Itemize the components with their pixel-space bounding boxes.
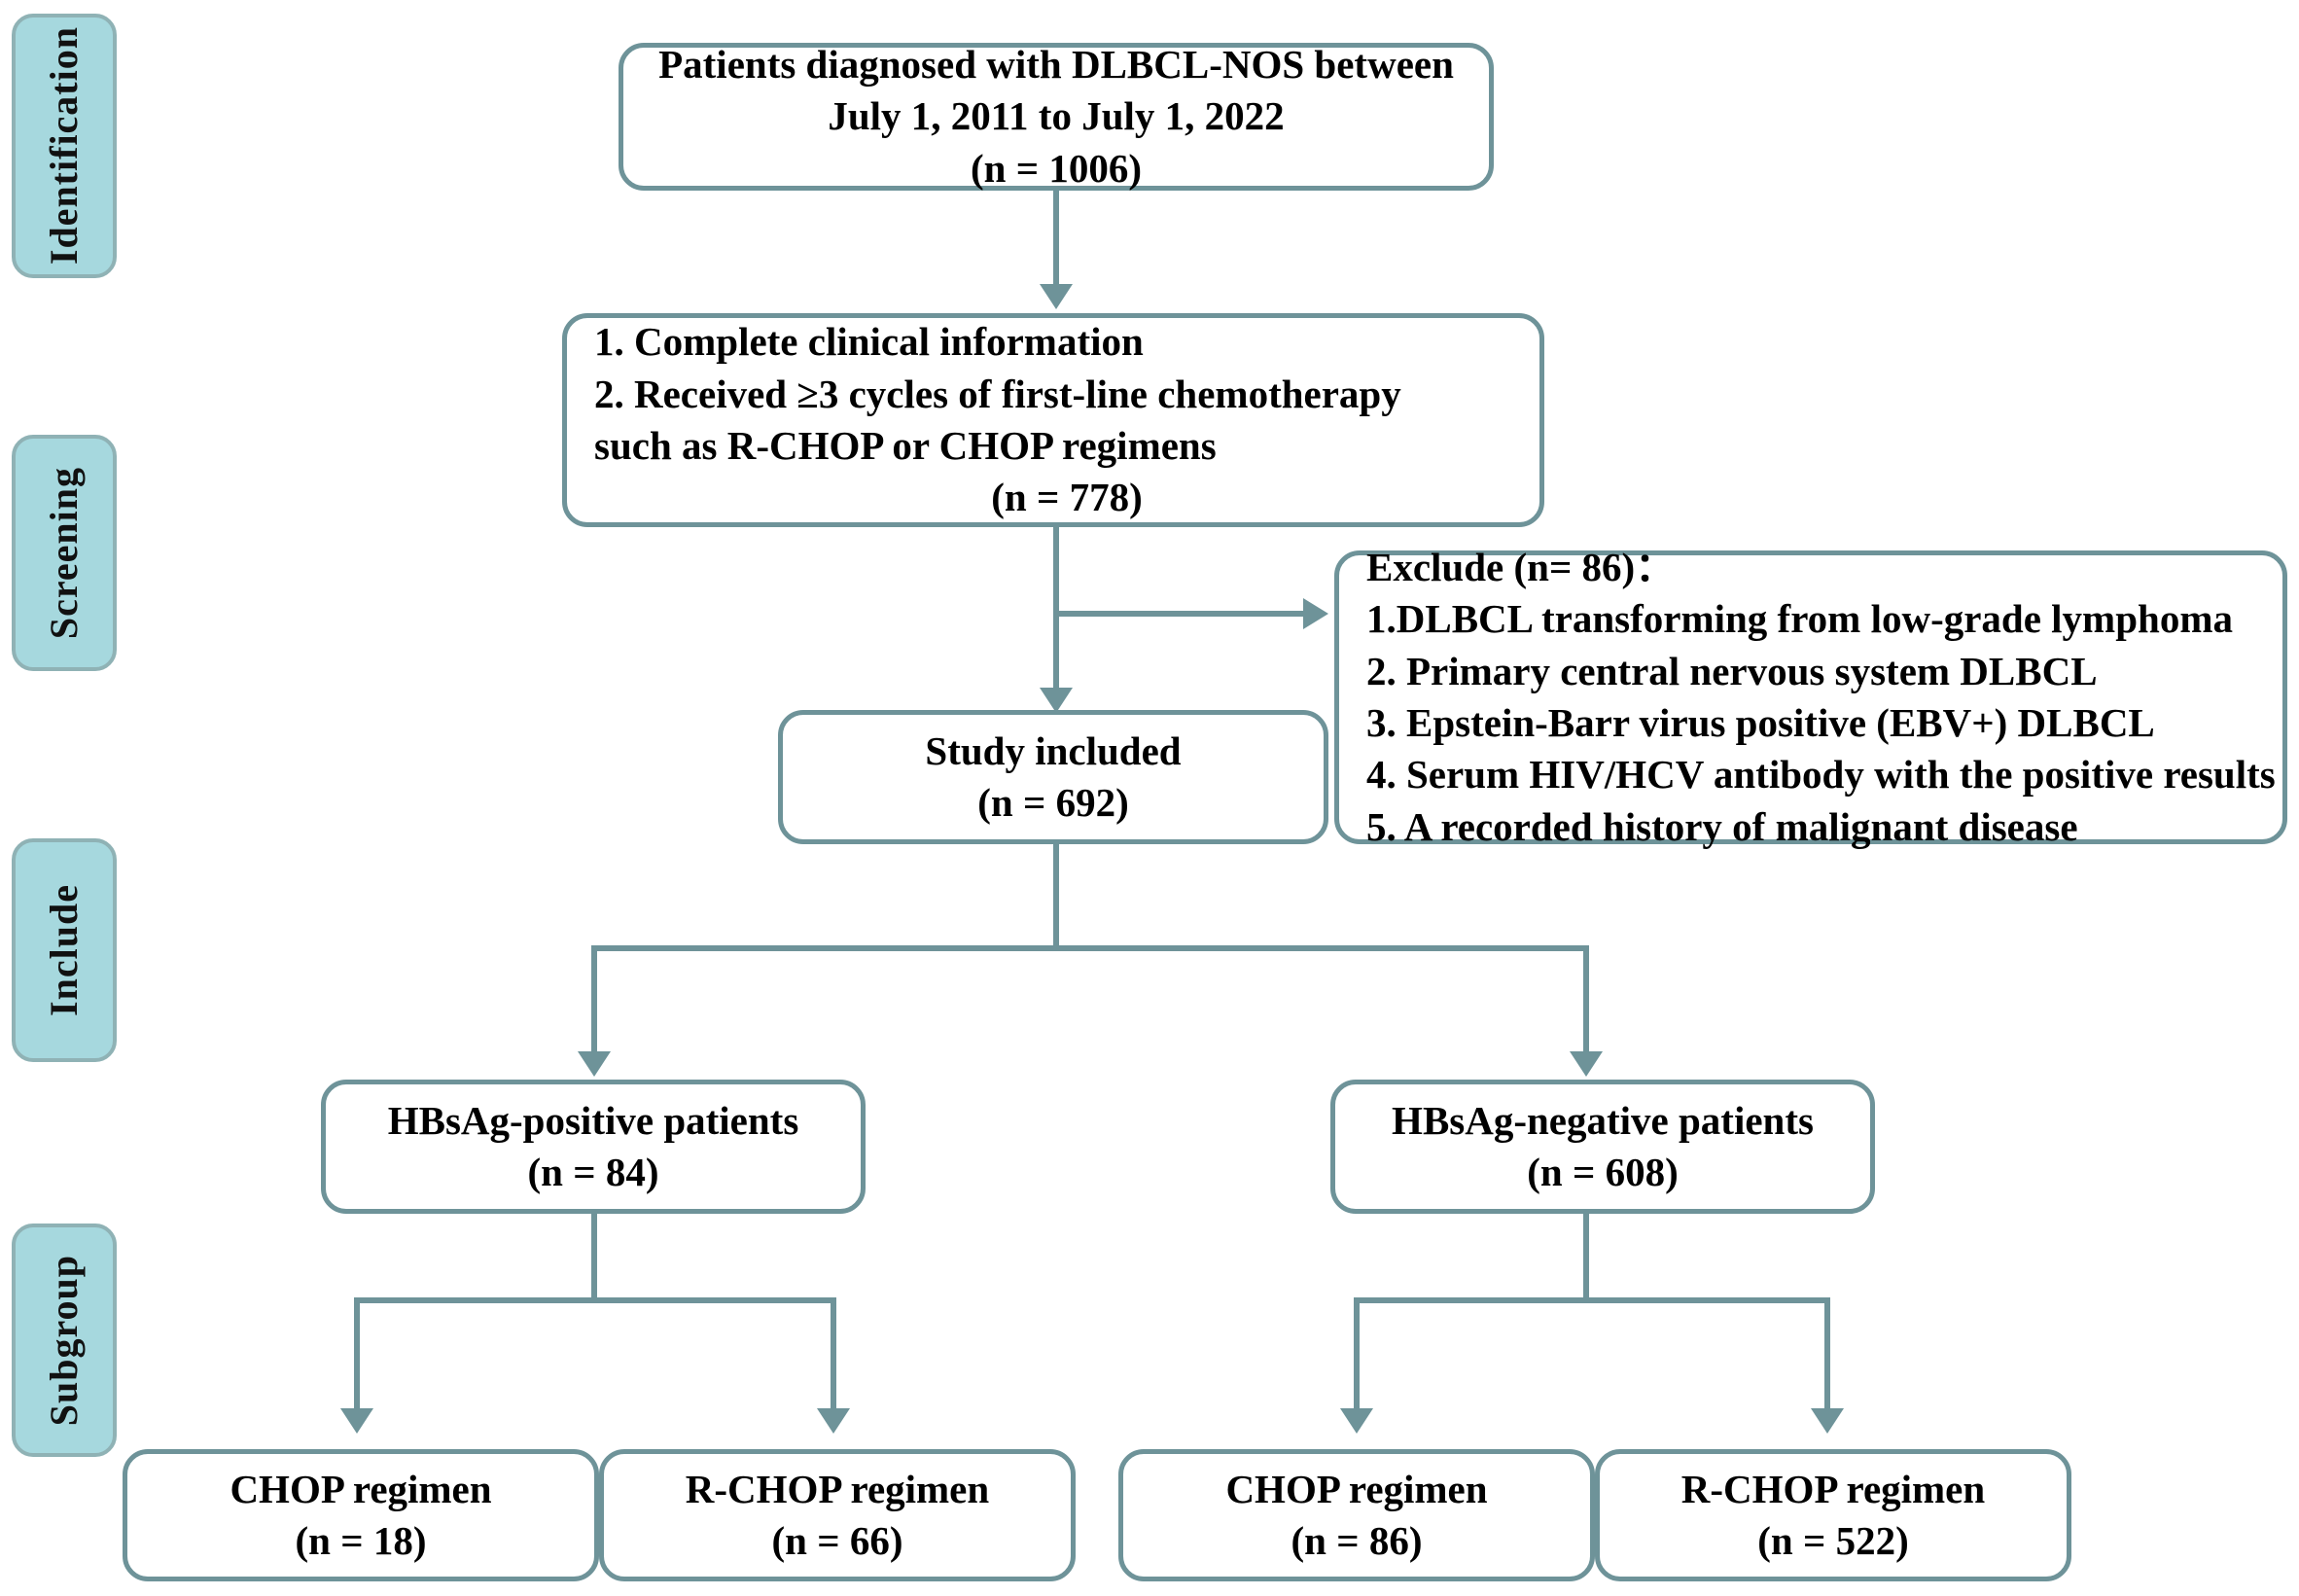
- stage-label-identification: Identification: [12, 14, 117, 278]
- node-neg-chop-title: CHOP regimen: [1225, 1466, 1488, 1511]
- node-hbsag-positive-title: HBsAg-positive patients: [387, 1097, 799, 1143]
- node-exclusions-item-2: 2. Primary central nervous system DLBCL: [1366, 648, 2098, 693]
- node-screening-criteria-line-2: 2. Received ≥3 cycles of first-line chem…: [594, 371, 1401, 416]
- arrowhead-to-pos-rchop: [817, 1408, 850, 1434]
- connector-criteria-to-included: [1053, 527, 1059, 692]
- stage-label-screening: Screening: [12, 435, 117, 671]
- node-exclusions-item-1: 1.DLBCL transforming from low-grade lymp…: [1366, 596, 2233, 642]
- node-neg-rchop: R-CHOP regimen (n = 522): [1595, 1449, 2071, 1581]
- node-study-included: Study included (n = 692): [778, 710, 1328, 844]
- node-study-included-title: Study included: [925, 727, 1182, 773]
- node-hbsag-negative: HBsAg-negative patients (n = 608): [1330, 1080, 1875, 1214]
- node-study-included-count: (n = 692): [977, 780, 1129, 825]
- arrowhead-criteria-to-included: [1040, 688, 1073, 713]
- node-diagnosed-count: (n = 1006): [971, 145, 1142, 191]
- node-screening-criteria-line-1: 1. Complete clinical information: [594, 319, 1144, 365]
- stage-label-identification-text: Identification: [42, 26, 86, 266]
- node-pos-rchop-count: (n = 66): [771, 1518, 903, 1563]
- node-exclusions: Exclude (n= 86)： 1.DLBCL transforming fr…: [1334, 545, 2287, 849]
- stage-label-subgroup-text: Subgroup: [42, 1254, 86, 1427]
- node-pos-rchop-title: R-CHOP regimen: [685, 1466, 990, 1511]
- node-neg-rchop-count: (n = 522): [1757, 1518, 1909, 1563]
- stage-label-screening-text: Screening: [42, 466, 86, 640]
- connector-included-stem: [1053, 844, 1059, 948]
- arrowhead-to-pos-chop: [340, 1408, 373, 1434]
- connector-included-to-hbsag-positive: [591, 945, 597, 1056]
- stage-label-subgroup: Subgroup: [12, 1224, 117, 1457]
- connector-included-to-hbsag-negative: [1583, 945, 1589, 1056]
- stage-label-include: Include: [12, 838, 117, 1062]
- node-pos-rchop: R-CHOP regimen (n = 66): [599, 1449, 1076, 1581]
- arrowhead-to-neg-chop: [1340, 1408, 1373, 1434]
- node-hbsag-positive-count: (n = 84): [527, 1150, 659, 1194]
- arrowhead-to-hbsag-positive: [578, 1051, 611, 1077]
- node-screening-criteria-count: (n = 778): [991, 475, 1143, 520]
- connector-to-pos-chop: [354, 1297, 360, 1412]
- connector-hbsag-positive-split: [354, 1297, 836, 1303]
- arrowhead-diagnosed-to-criteria: [1040, 284, 1073, 309]
- node-pos-chop-count: (n = 18): [295, 1518, 427, 1563]
- node-pos-chop: CHOP regimen (n = 18): [123, 1449, 599, 1581]
- node-diagnosed-line-2: July 1, 2011 to July 1, 2022: [828, 93, 1285, 139]
- connector-hbsag-negative-split: [1354, 1297, 1830, 1303]
- node-neg-chop-count: (n = 86): [1291, 1518, 1423, 1563]
- node-hbsag-positive: HBsAg-positive patients (n = 84): [321, 1080, 866, 1214]
- connector-criteria-to-exclude: [1053, 611, 1311, 617]
- node-exclusions-item-3: 3. Epstein-Barr virus positive (EBV+) DL…: [1366, 700, 2155, 745]
- node-exclusions-item-4: 4. Serum HIV/HCV antibody with the posit…: [1366, 752, 2276, 798]
- connector-to-neg-rchop: [1824, 1297, 1830, 1412]
- arrowhead-to-neg-rchop: [1811, 1408, 1844, 1434]
- connector-hbsag-positive-stem: [591, 1214, 597, 1301]
- connector-to-pos-rchop: [831, 1297, 836, 1412]
- node-screening-criteria-line-3: such as R-CHOP or CHOP regimens: [594, 423, 1217, 468]
- node-pos-chop-title: CHOP regimen: [230, 1466, 492, 1511]
- connector-diagnosed-to-criteria: [1053, 191, 1059, 288]
- node-screening-criteria: 1. Complete clinical information 2. Rece…: [562, 313, 1544, 527]
- node-neg-rchop-title: R-CHOP regimen: [1680, 1466, 1986, 1511]
- connector-to-neg-chop: [1354, 1297, 1360, 1412]
- node-hbsag-negative-title: HBsAg-negative patients: [1392, 1097, 1814, 1143]
- node-diagnosed-line-1: Patients diagnosed with DLBCL-NOS betwee…: [658, 42, 1454, 88]
- node-exclusions-item-5: 5. A recorded history of malignant disea…: [1366, 803, 2078, 849]
- node-exclusions-header: Exclude (n= 86)：: [1366, 545, 1676, 590]
- connector-included-split: [591, 945, 1589, 951]
- node-diagnosed: Patients diagnosed with DLBCL-NOS betwee…: [619, 42, 1494, 191]
- stage-label-include-text: Include: [42, 884, 86, 1016]
- node-neg-chop: CHOP regimen (n = 86): [1118, 1449, 1595, 1581]
- connector-hbsag-negative-stem: [1583, 1214, 1589, 1301]
- node-hbsag-negative-count: (n = 608): [1527, 1150, 1679, 1194]
- arrowhead-criteria-to-exclude: [1303, 598, 1328, 629]
- arrowhead-to-hbsag-negative: [1570, 1051, 1603, 1077]
